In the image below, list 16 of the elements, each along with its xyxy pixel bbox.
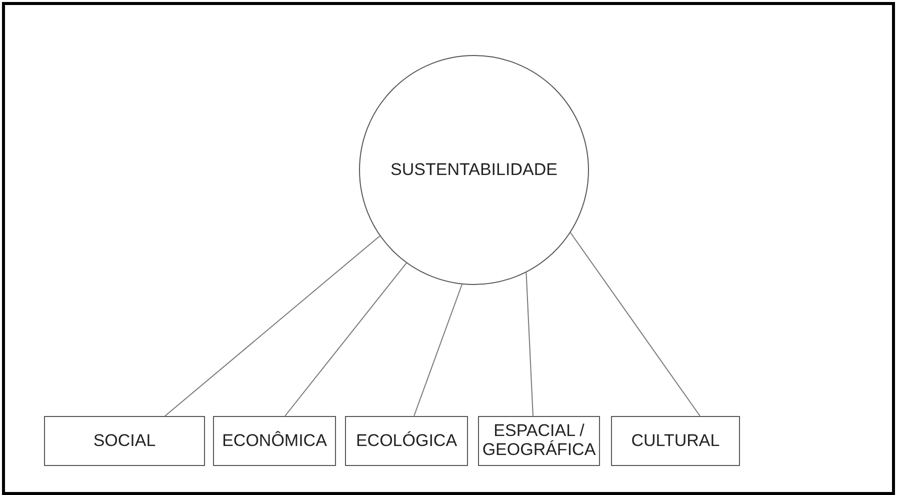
connector-line [526, 272, 534, 416]
category-box [345, 416, 468, 466]
connector-line [164, 235, 380, 416]
node-label: SOCIAL [93, 432, 156, 450]
node-label: ECOLÓGICA [356, 432, 458, 450]
connector-line [284, 262, 407, 416]
node-label: CULTURAL [631, 432, 720, 450]
connector-line [414, 284, 462, 416]
category-box [213, 416, 336, 466]
category-box [44, 416, 205, 466]
node-label: ESPACIAL / GEOGRÁFICA [481, 422, 597, 460]
node-label: ECONÔMICA [222, 432, 327, 450]
node-label: SUSTENTABILIDADE [390, 160, 558, 180]
connector-line [570, 232, 700, 416]
category-box [478, 416, 600, 466]
category-box [611, 416, 740, 466]
